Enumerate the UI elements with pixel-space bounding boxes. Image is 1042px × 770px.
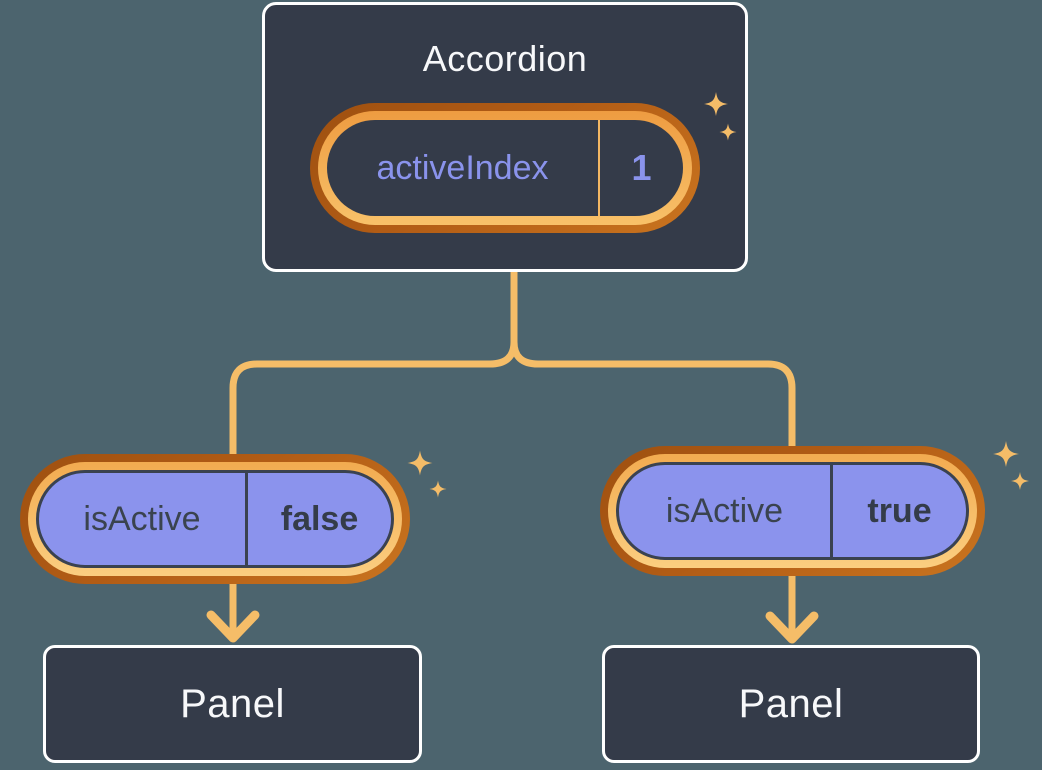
- state-pill-key: activeIndex: [327, 120, 600, 216]
- prop-pill-core: isActive false: [36, 470, 394, 568]
- branch-line-right: [510, 266, 796, 637]
- panel-box-left: Panel: [43, 645, 422, 763]
- prop-pill-value: false: [280, 499, 359, 538]
- accordion-title: Accordion: [422, 38, 588, 79]
- prop-pill-true: isActive true: [600, 446, 985, 576]
- prop-pill-false: isActive false: [20, 454, 410, 584]
- prop-pill-key: isActive: [619, 465, 833, 557]
- arrow-down-icon: [765, 611, 819, 644]
- prop-pill-value: true: [867, 491, 932, 530]
- state-pill-core: activeIndex 1: [327, 120, 683, 216]
- panel-box-right: Panel: [602, 645, 980, 763]
- arrow-down-icon: [206, 610, 260, 643]
- state-pill: activeIndex 1: [310, 103, 700, 233]
- prop-pill-core: isActive true: [616, 462, 969, 560]
- prop-pill-key: isActive: [39, 473, 248, 565]
- state-pill-value: 1: [631, 147, 652, 188]
